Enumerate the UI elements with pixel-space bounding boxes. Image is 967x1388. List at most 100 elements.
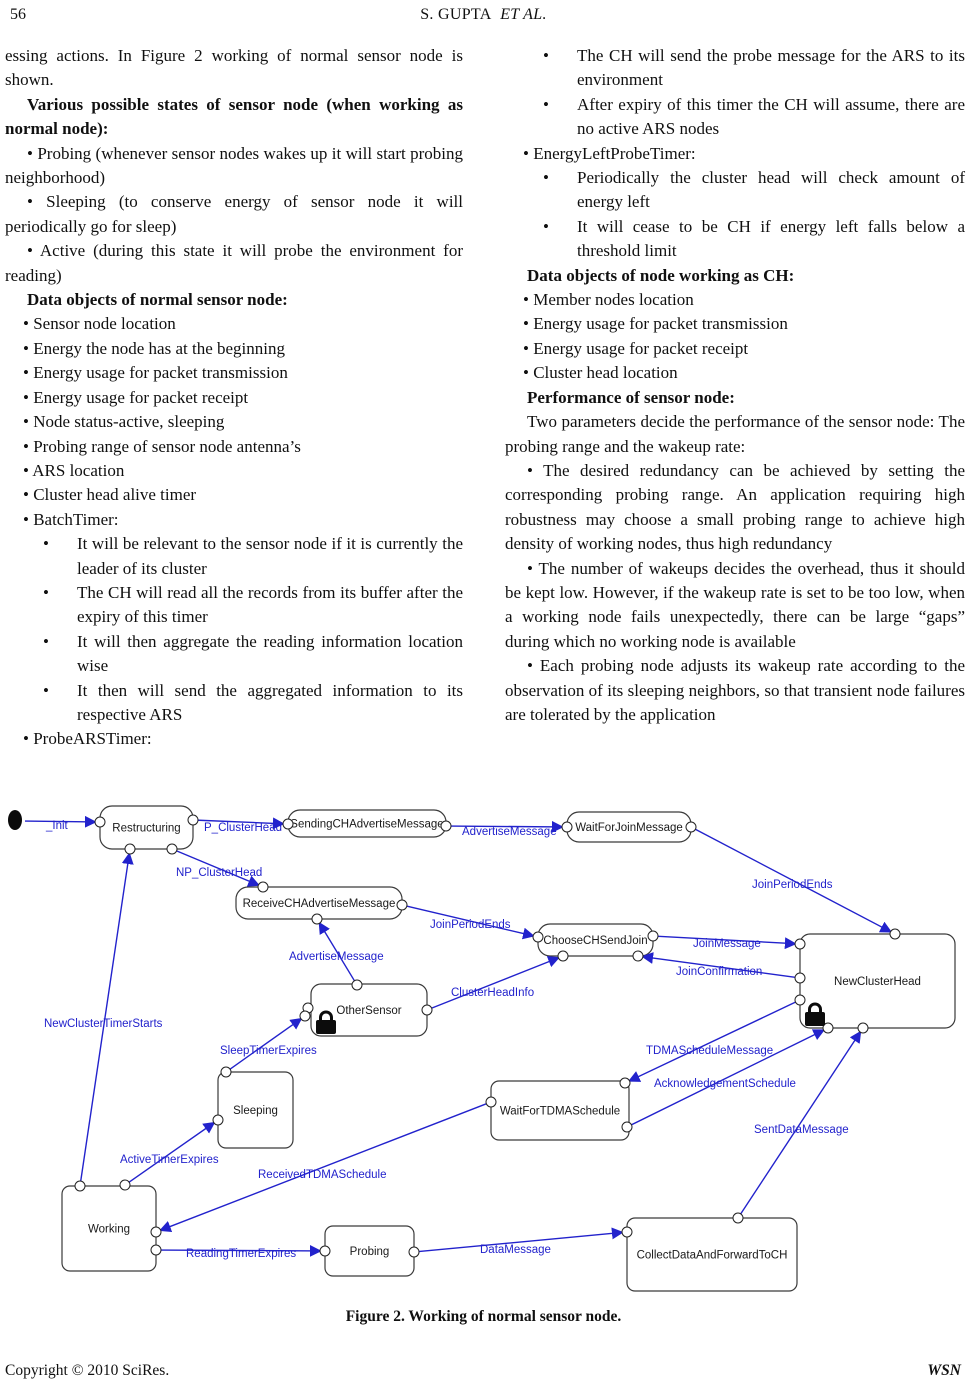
state-label-ChooseCHSendJoin: ChooseCHSendJoin	[543, 935, 647, 947]
transition-label-JoinPeriodEnds: JoinPeriodEnds	[430, 919, 511, 931]
transition-line-JoinPeriodEnds	[693, 827, 893, 933]
left-column-block: • Node status-active, sleeping	[23, 412, 225, 432]
state-Sleeping	[217, 1071, 294, 1149]
column-right: • The CH will send the probe message for …	[505, 44, 965, 727]
left-column-block: • Energy usage for packet transmission	[23, 363, 288, 383]
left-column-block: • BatchTimer:	[23, 509, 119, 529]
left-column-block: • Active (during this state it will prob…	[5, 241, 463, 285]
transition-label-JoinConfirmation: JoinConfirmation	[676, 966, 762, 978]
init-state-dot	[8, 810, 22, 830]
bullet-text: It will be relevant to the sensor node i…	[77, 534, 463, 578]
state-label-Probing: Probing	[350, 1246, 390, 1258]
transition-label-AdvertiseMessage: AdvertiseMessage	[289, 951, 384, 963]
transition-line-P_ClusterHead	[195, 817, 285, 830]
state-port	[621, 1226, 633, 1238]
transition-line-TDMAScheduleMessage	[627, 1000, 798, 1082]
transition-label-AcknowledgementSchedule: AcknowledgementSchedule	[654, 1078, 796, 1090]
bullet-text: It then will send the aggregated informa…	[77, 680, 463, 724]
left-column-block: Various possible states of sensor node (…	[5, 94, 463, 139]
state-port	[212, 1114, 224, 1126]
state-label-CollectDataAndForwardToCH: CollectDataAndForwardToCH	[637, 1250, 788, 1262]
transition-line-NP_ClusterHead	[174, 849, 261, 887]
right-column-block: • The CH will send the probe message for …	[505, 44, 965, 93]
state-port	[220, 1066, 232, 1078]
right-column-block: • The desired redundancy can be achieved…	[505, 460, 965, 554]
state-port	[166, 843, 178, 855]
left-column-block: • Cluster head alive timer	[23, 485, 197, 505]
right-column-block: • Member nodes location	[523, 290, 694, 310]
bullet-marker: •	[543, 46, 549, 65]
state-port	[319, 1245, 331, 1257]
state-port	[822, 1022, 834, 1034]
state-port	[74, 1180, 86, 1192]
state-port	[794, 994, 806, 1006]
left-column-block: • Sensor node location	[23, 314, 176, 334]
right-column-block: • EnergyLeftProbeTimer:	[523, 143, 696, 163]
column-left: essing actions. In Figure 2 working of n…	[5, 44, 463, 752]
transition-label-DataMessage: DataMessage	[480, 1244, 551, 1256]
right-column-block: Two parameters decide the performance of…	[505, 412, 965, 456]
right-column-block: •Periodically the cluster head will chec…	[505, 166, 965, 215]
transition-line-AdvertiseMessage	[318, 921, 357, 983]
state-port	[150, 1244, 162, 1256]
left-column-block: • Probing range of sensor node antenna’s	[23, 436, 301, 456]
state-port	[794, 972, 806, 984]
transition-line-ClusterHeadInfo	[429, 956, 561, 1010]
journal-abbrev: WSN	[927, 1362, 961, 1379]
transition-line-AdvertiseMessage	[448, 820, 564, 833]
bullet-text: The CH will read all the records from it…	[77, 582, 463, 627]
state-port	[621, 1121, 633, 1133]
transition-label-ReceivedTDMASchedule: ReceivedTDMASchedule	[258, 1169, 386, 1181]
transition-line-JoinConfirmation	[641, 952, 798, 979]
state-label-NewClusterHead: NewClusterHead	[834, 976, 921, 988]
transition-line-ReceivedTDMASchedule	[158, 1102, 489, 1233]
state-port	[561, 821, 573, 833]
state-label-SendingCHAdvertiseMessage: SendingCHAdvertiseMessage	[290, 819, 443, 831]
left-column-block: • Energy the node has at the beginning	[23, 338, 285, 358]
transition-line-NewClusterTimerStarts	[79, 852, 134, 1184]
left-column-block: •It will then aggregate the reading info…	[5, 630, 463, 679]
transition-label-ReadingTimerExpires: ReadingTimerExpires	[186, 1248, 296, 1260]
figure-caption: Figure 2. Working of normal sensor node.	[345, 1308, 622, 1325]
right-column-block: •It will cease to be CH if energy left f…	[505, 215, 965, 264]
right-column-block: • Energy usage for packet transmission	[523, 314, 788, 334]
left-column-block: •It will be relevant to the sensor node …	[5, 532, 463, 581]
transition-label-SleepTimerExpires: SleepTimerExpires	[220, 1045, 317, 1057]
state-port	[351, 979, 363, 991]
state-port	[94, 816, 106, 828]
state-port	[396, 899, 408, 911]
transition-line-_Init	[24, 815, 97, 828]
page-number: 56	[10, 6, 26, 23]
transition-line-ReadingTimerExpires	[158, 1244, 322, 1257]
transition-line-JoinMessage	[655, 935, 797, 950]
bullet-text: It will then aggregate the reading infor…	[77, 631, 463, 676]
state-port	[408, 1246, 420, 1258]
transition-label-SentDataMessage: SentDataMessage	[754, 1124, 849, 1136]
state-port	[632, 950, 644, 962]
state-port	[619, 1077, 631, 1089]
right-column-block: Performance of sensor node:	[527, 387, 735, 407]
right-column-block: • Each probing node adjusts its wakeup r…	[505, 656, 965, 724]
transition-line-ActiveTimerExpires	[127, 1121, 216, 1184]
left-column-block: Data objects of normal sensor node:	[27, 290, 288, 310]
state-label-ReceiveCHAdvertiseMessage: ReceiveCHAdvertiseMessage	[243, 898, 396, 910]
etal-text: ET AL.	[500, 6, 547, 23]
bullet-marker: •	[543, 94, 549, 114]
state-port	[124, 843, 136, 855]
bullet-text: The CH will send the probe message for t…	[577, 46, 965, 90]
right-column-block: • The number of wakeups decides the over…	[505, 558, 965, 651]
transition-line-DataMessage	[416, 1227, 624, 1253]
state-label-WaitForTDMASchedule: WaitForTDMASchedule	[500, 1106, 620, 1118]
running-title: S. GUPTA ET AL.	[0, 6, 967, 24]
state-port	[257, 881, 269, 893]
state-CollectDataAndForwardToCH	[626, 1217, 798, 1292]
transition-label-ActiveTimerExpires: ActiveTimerExpires	[120, 1154, 219, 1166]
state-port	[440, 820, 452, 832]
state-label-OtherSensor: OtherSensor	[336, 1005, 401, 1017]
state-label-Working: Working	[88, 1224, 130, 1236]
state-port	[119, 1179, 131, 1191]
transition-label-P_ClusterHead: P_ClusterHead	[204, 822, 282, 834]
